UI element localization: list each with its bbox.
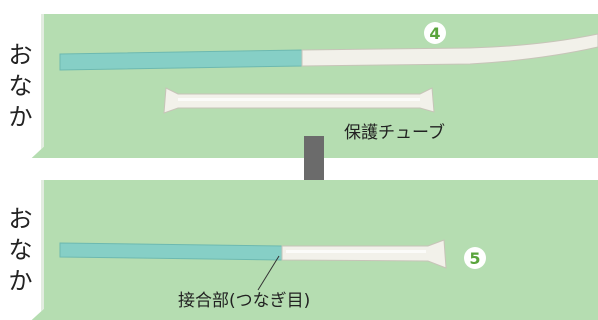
top-illustration [59,33,598,114]
side-char: な [8,71,33,100]
catheter-tube [59,49,303,71]
protective-tube-attached [281,239,447,269]
side-char: か [8,266,33,295]
tube-highlight [178,98,420,101]
protective-tube-long [301,33,598,67]
side-char: お [8,204,33,233]
side-label-onaka-bottom: お な か [0,180,44,320]
side-char: お [8,40,33,69]
top-panel: お な か 4 保護チューブ [0,14,598,158]
side-label-onaka-top: お な か [0,14,44,158]
joint-label: 接合部(つなぎ目) [178,291,311,311]
bottom-illustration [59,239,447,291]
step-4-badge: 4 [424,22,446,44]
tube-highlight [286,250,426,253]
side-char: な [8,235,33,264]
bottom-panel: お な か 5 接合部(つなぎ目) [0,180,598,320]
step-5-badge: 5 [464,247,486,269]
protective-tube-label: 保護チューブ [344,123,445,143]
joint-leader-line [257,255,280,291]
catheter-tube [59,242,283,261]
side-char: か [8,102,33,131]
